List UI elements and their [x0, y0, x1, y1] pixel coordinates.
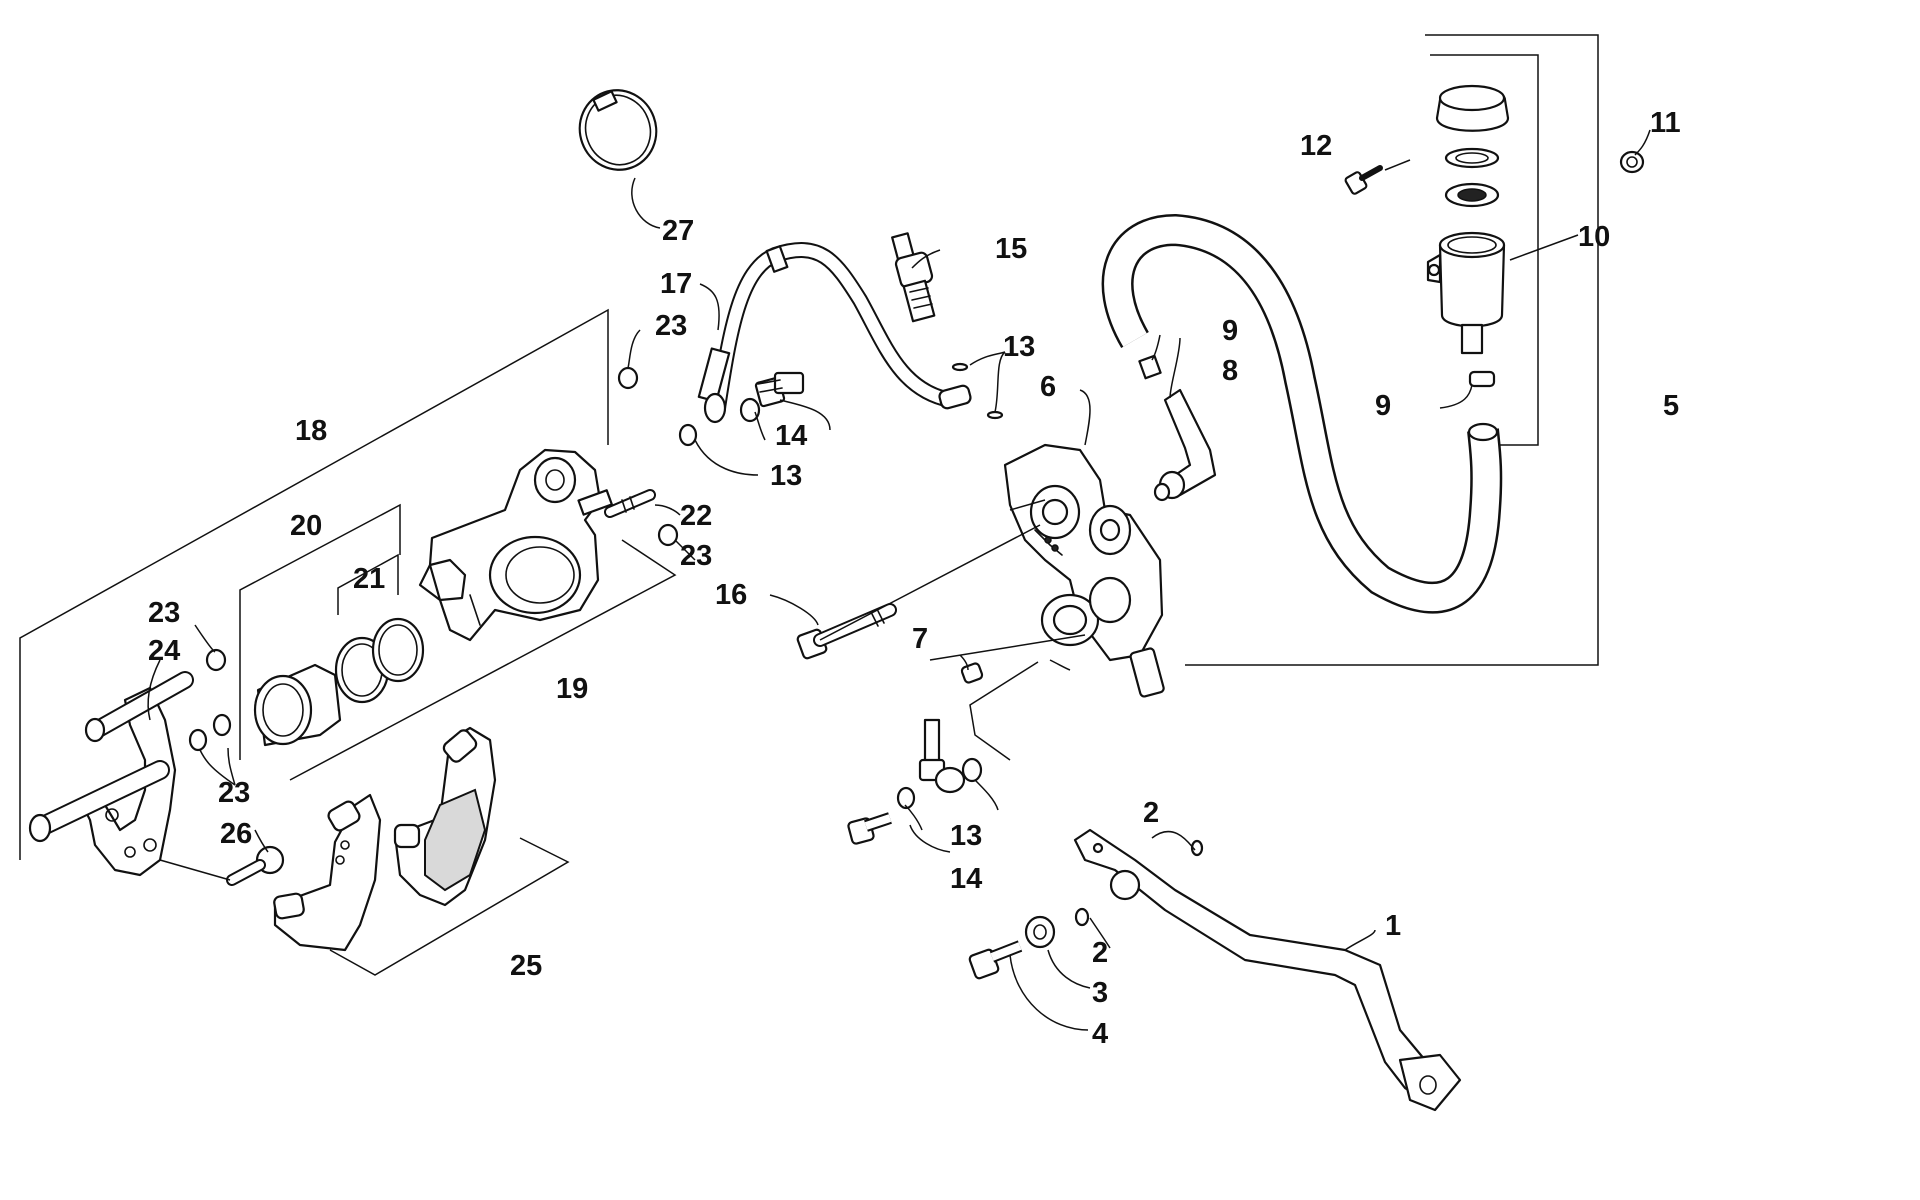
brake-hose — [697, 242, 972, 424]
callout-4: 4 — [1092, 1018, 1108, 1050]
callout-18: 18 — [295, 415, 327, 447]
elbow-fitting — [1153, 388, 1217, 502]
long-bolt — [796, 603, 897, 660]
reservoir-hose — [1101, 213, 1503, 614]
callout-2-lower: 2 — [1092, 937, 1108, 969]
caliper-bracket — [28, 671, 194, 877]
washers-upper — [678, 362, 1004, 447]
callout-14-lower: 14 — [950, 863, 982, 895]
callout-21: 21 — [353, 563, 385, 595]
fluid-reservoir — [1426, 84, 1510, 355]
callout-23-top: 23 — [655, 310, 687, 342]
callout-12: 12 — [1300, 130, 1332, 162]
callout-2: 2 — [1143, 797, 1159, 829]
callout-1: 1 — [1385, 910, 1401, 942]
callout-6: 6 — [1040, 371, 1056, 403]
callout-3: 3 — [1092, 977, 1108, 1009]
master-cylinder — [1003, 443, 1165, 698]
callout-5: 5 — [1663, 390, 1679, 422]
callout-11: 11 — [1650, 107, 1681, 139]
callout-23-mid: 23 — [680, 540, 712, 572]
o-rings — [188, 366, 679, 752]
callout-13-lower: 13 — [950, 820, 982, 852]
callout-7: 7 — [912, 623, 928, 655]
callout-17: 17 — [660, 268, 692, 300]
brake-pedal — [1073, 828, 1462, 1112]
callout-13-upper: 13 — [770, 460, 802, 492]
callout-22: 22 — [680, 500, 712, 532]
callout-26: 26 — [220, 818, 252, 850]
bracket-bolt — [226, 845, 285, 886]
lower-banjo — [847, 718, 983, 845]
bleed-fitting — [960, 662, 984, 684]
callout-15: 15 — [995, 233, 1027, 265]
callout-10: 10 — [1578, 221, 1610, 253]
callout-8: 8 — [1222, 355, 1238, 387]
callout-14-upper: 14 — [775, 420, 807, 452]
callout-23-bottom: 23 — [218, 777, 250, 809]
brake-switch — [891, 232, 936, 323]
piston — [253, 663, 342, 747]
leader-lines — [147, 129, 1651, 1031]
callout-19: 19 — [556, 673, 588, 705]
callout-25: 25 — [510, 950, 542, 982]
banjo-bolt-upper — [754, 371, 805, 408]
bleeder-screw — [604, 489, 656, 518]
callout-27: 27 — [662, 215, 694, 247]
hose-clamp-small — [1138, 354, 1496, 388]
callout-16: 16 — [715, 579, 747, 611]
callout-24: 24 — [148, 635, 180, 667]
callout-23-left: 23 — [148, 597, 180, 629]
callout-9-upper: 9 — [1222, 315, 1238, 347]
caliper-body — [418, 448, 613, 642]
callout-9-hose: 9 — [1375, 390, 1391, 422]
callout-13-switch: 13 — [1003, 331, 1035, 363]
pedal-fasteners — [968, 839, 1204, 980]
brake-pads — [273, 726, 497, 952]
callout-labels: 1 2 2 3 4 5 6 7 8 9 9 10 11 12 13 13 13 … — [148, 107, 1681, 1050]
nut-and-screw — [1344, 150, 1645, 195]
callout-20: 20 — [290, 510, 322, 542]
clamp-ring — [578, 89, 658, 171]
piston-seals — [334, 617, 425, 704]
